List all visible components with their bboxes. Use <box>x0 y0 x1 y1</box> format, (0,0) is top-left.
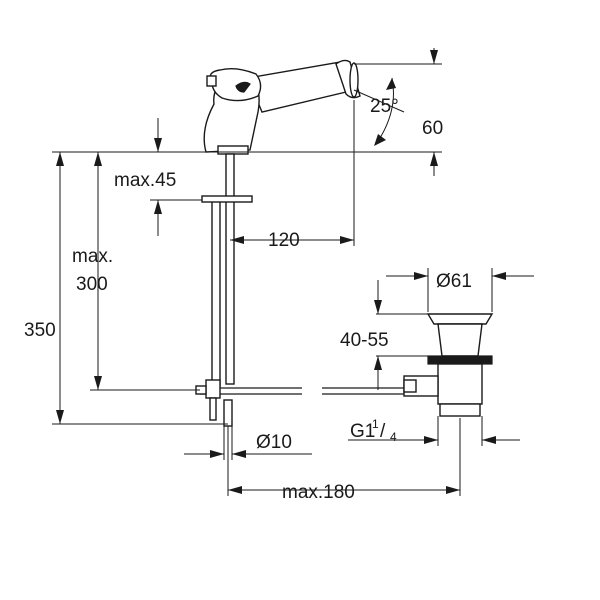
waste-range-label: 40-55 <box>340 330 389 351</box>
bidet-mixer-body <box>203 59 361 155</box>
max-300-label-line1: max. <box>72 246 113 267</box>
total-height-label: 350 <box>24 320 56 341</box>
waste-assembly <box>403 313 494 417</box>
reach-label: 120 <box>268 230 300 251</box>
rod-diameter-label: Ø10 <box>256 432 292 453</box>
top-height-label: 60 <box>422 118 443 139</box>
thread-fraction-slash: / <box>380 421 386 442</box>
max-45-label: max.45 <box>114 170 176 191</box>
waste-diameter-label: Ø61 <box>436 271 472 292</box>
thread-fraction-numerator: 1 <box>372 417 379 431</box>
pop-up-rod <box>195 153 412 427</box>
angle-label: 25° <box>370 96 399 117</box>
thread-fraction-denominator: 4 <box>390 430 397 444</box>
dimension-labels: 25° 60 max.45 120 max. 300 350 Ø61 40-55… <box>24 96 472 503</box>
max-300-label-line2: 300 <box>76 274 108 295</box>
dimension-lines <box>52 48 534 496</box>
max-180-label: max.180 <box>282 482 355 503</box>
thread-label: G1 <box>350 421 375 442</box>
